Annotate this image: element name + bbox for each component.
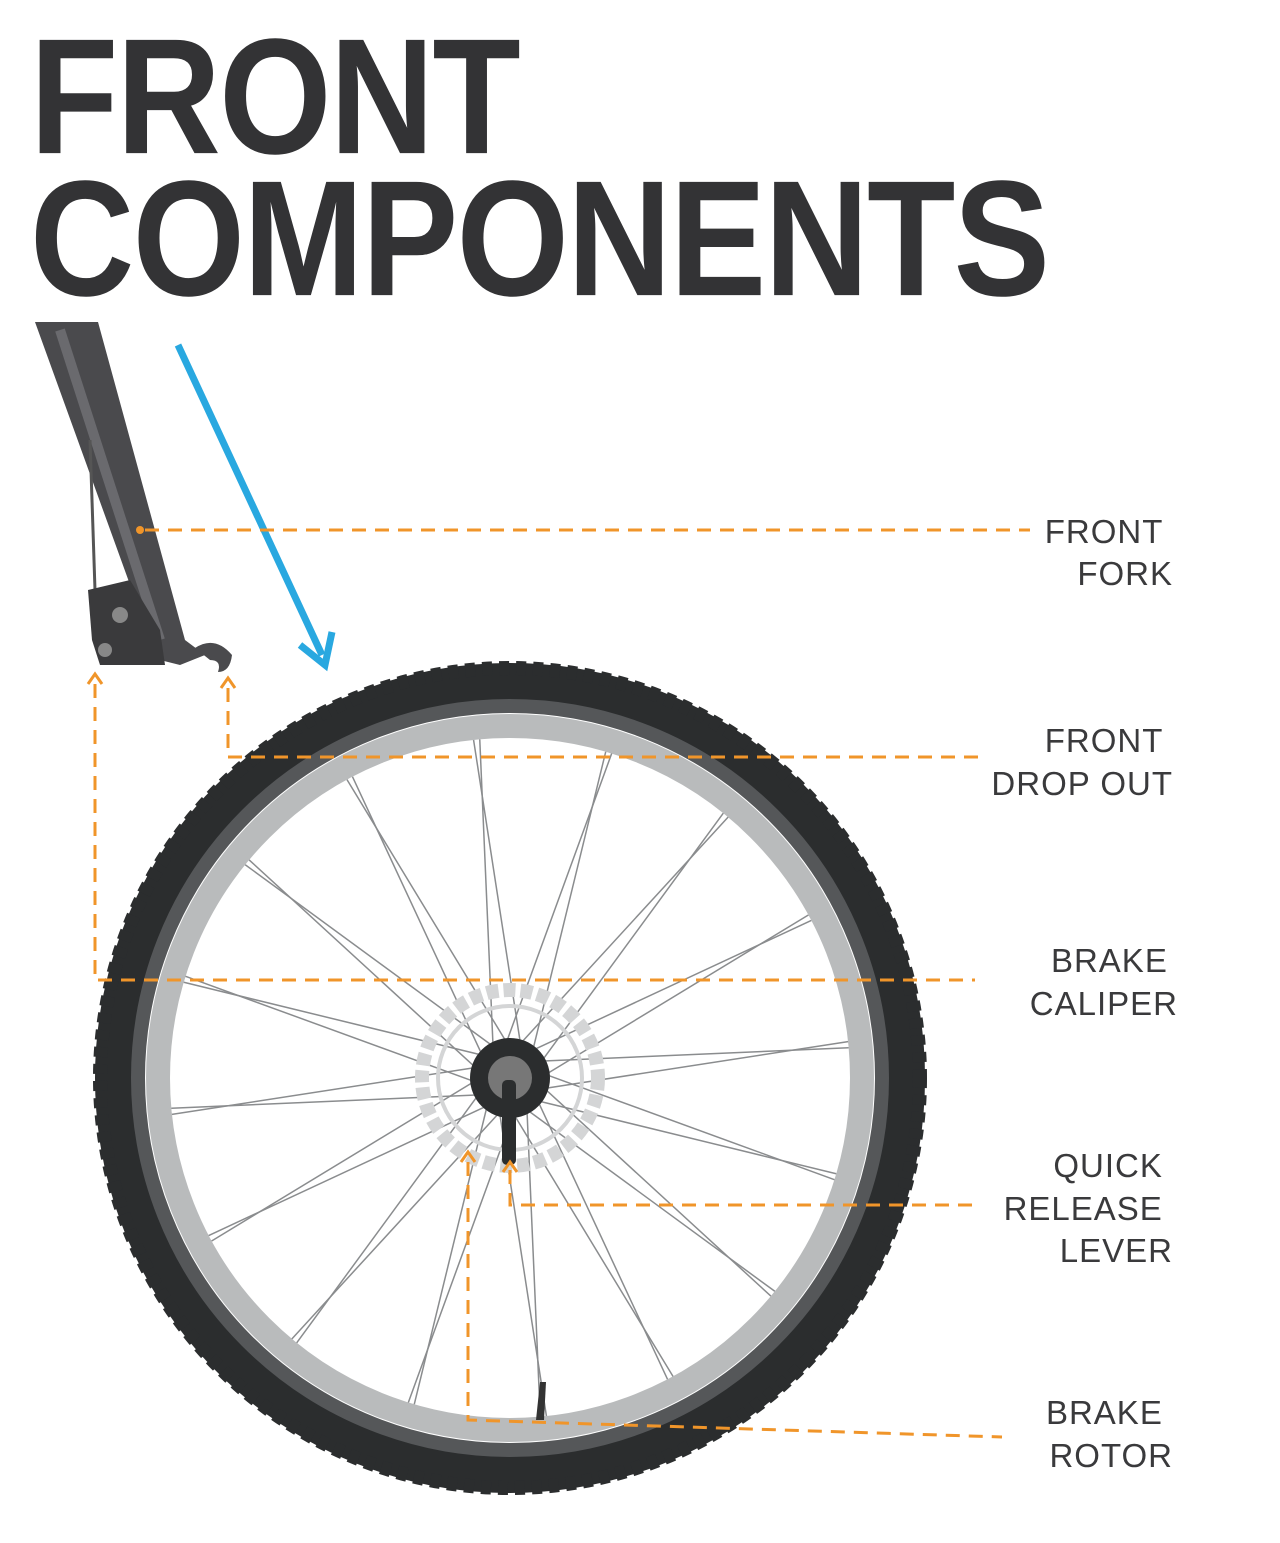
leader-quick-release-lever	[508, 1170, 980, 1207]
spoke	[171, 1093, 486, 1109]
title-line-2: COMPONENTS	[30, 146, 1050, 331]
spoke	[531, 1098, 837, 1175]
spoke	[171, 1065, 483, 1116]
label-brake-caliper: BRAKE CALIPER	[1030, 942, 1178, 1022]
spoke	[248, 859, 482, 1073]
spoke	[208, 1102, 494, 1237]
label-quick-release-lever: QUICK RELEASE LEVER	[1004, 1147, 1173, 1269]
leader-brake-rotor	[466, 1162, 1003, 1439]
label-front-fork: FRONT FORK	[1045, 513, 1173, 592]
quick-release-lever	[502, 1080, 516, 1165]
spoke	[534, 1094, 669, 1380]
spoke	[521, 1105, 776, 1292]
tire	[95, 663, 925, 1493]
leader-brake-caliper	[93, 684, 975, 982]
spoke	[526, 919, 812, 1054]
spoke	[537, 812, 724, 1067]
spoke	[509, 1107, 674, 1377]
spoke	[515, 816, 729, 1050]
spoke	[296, 1089, 483, 1344]
front-fork	[35, 322, 232, 672]
spoke	[244, 864, 499, 1051]
spoke	[183, 981, 489, 1058]
spoke	[351, 776, 486, 1062]
spoke	[479, 739, 495, 1054]
valve-stem	[536, 1382, 546, 1420]
label-front-drop-out: FRONT DROP OUT	[991, 722, 1173, 802]
spoke	[539, 1071, 835, 1181]
spoke	[346, 779, 511, 1049]
direction-arrow	[174, 343, 336, 672]
spoke	[291, 1106, 505, 1340]
spoke	[537, 1040, 849, 1091]
label-brake-rotor: BRAKE ROTOR	[1046, 1394, 1173, 1474]
rim	[146, 714, 874, 1442]
spoke	[211, 1077, 481, 1242]
spoke	[472, 739, 523, 1051]
spoke	[525, 1102, 541, 1417]
front-drop-out-part	[195, 642, 232, 672]
spokes	[171, 739, 849, 1417]
spoke	[534, 1047, 849, 1063]
leader-front-drop-out	[226, 688, 980, 759]
spoke	[538, 1083, 772, 1297]
brake-rotor	[415, 983, 605, 1173]
title-line-1: FRONT	[30, 4, 521, 189]
leader-lines	[86, 526, 1030, 1439]
spoke	[413, 1099, 490, 1405]
tire-tread	[93, 661, 927, 1495]
wheel	[93, 661, 927, 1495]
spoke	[530, 751, 607, 1057]
